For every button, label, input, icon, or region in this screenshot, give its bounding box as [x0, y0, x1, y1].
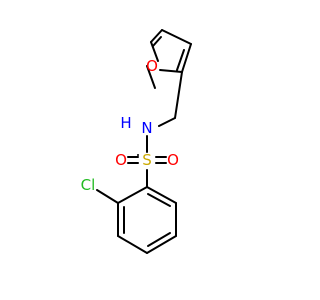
structure-canvas: O H N S O O Cl: [81, 29, 192, 254]
bond-c6-c1-inner: [147, 193, 171, 207]
bond-c6-c1: [146, 186, 177, 204]
sulfonyl-oxo-bonds: [127, 154, 167, 164]
atom-hydrogen-on-n: H: [120, 114, 131, 132]
atom-chlorine: Cl: [81, 176, 96, 194]
bond-c2-ch2: [174, 71, 183, 119]
bond-c3-c2: [181, 43, 192, 73]
bond-c4-c3: [161, 29, 192, 45]
atom-sulfur: S: [142, 151, 152, 169]
furan-ring: [146, 29, 192, 89]
bond-c3-c4: [117, 235, 148, 254]
molecule-drawing: O H N S O O Cl: [81, 29, 192, 254]
bond-c1-c2: [117, 186, 148, 204]
atom-nitrogen: N: [141, 119, 152, 137]
benzene-ring: [117, 186, 177, 254]
atom-oxygen-furan: O: [146, 57, 158, 75]
bond-c2-cl: [96, 189, 119, 204]
bond-c4-c5-inner: [147, 232, 171, 247]
bond-o1-c2: [146, 65, 156, 89]
bond-c5-c4: [150, 29, 163, 43]
bond-c5-c4-double: [152, 36, 162, 47]
bond-ch2-n: [158, 117, 176, 127]
bond-c4-c5: [146, 235, 177, 254]
bond-o1-c5: [150, 41, 159, 62]
atom-oxygen-sulfonyl-left: O: [115, 151, 127, 169]
atom-oxygen-sulfonyl-right: O: [167, 151, 179, 169]
bond-c2-o1: [159, 69, 183, 73]
bond-c3-c2-double: [176, 49, 185, 71]
